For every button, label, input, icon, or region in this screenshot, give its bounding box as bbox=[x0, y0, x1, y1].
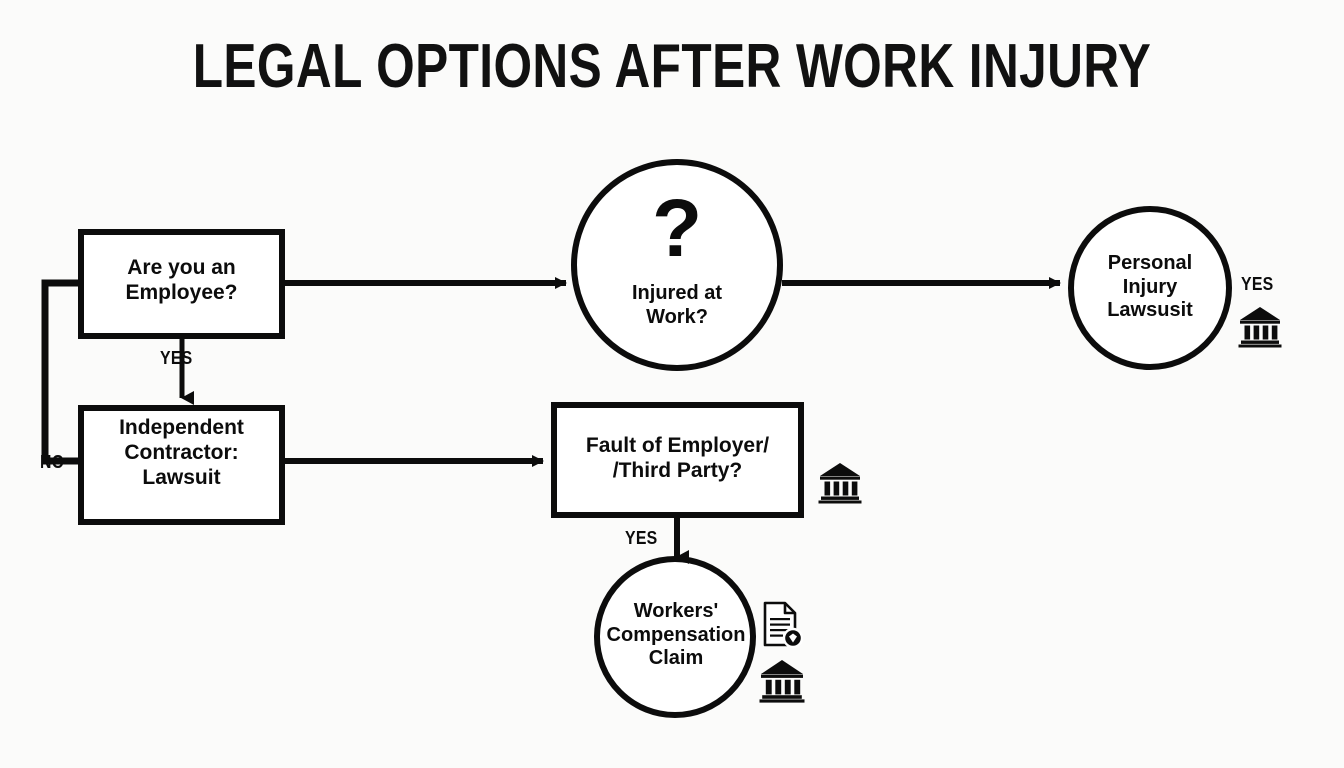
edge-label-yes-contractor: YES bbox=[160, 348, 193, 368]
bank-icon bbox=[759, 660, 805, 703]
node-label-are-you-employee: Are you an Employee? bbox=[125, 256, 238, 304]
edge-employee-no-to-contractor bbox=[41, 279, 81, 465]
bank-icon bbox=[818, 463, 862, 504]
node-label-personal-injury-lawsuit: Personal Injury Lawsusit bbox=[1107, 252, 1193, 322]
page-title: LEGAL OPTIONS AFTER WORK INJURY bbox=[192, 32, 1152, 101]
node-label-injured-at-work: Injured at Work? bbox=[631, 282, 722, 328]
node-label-fault-of-employer: Fault of Employer/ /Third Party? bbox=[585, 434, 770, 482]
edge-label-yes-workers-comp: YES bbox=[625, 528, 658, 548]
question-mark-icon: ? bbox=[651, 183, 703, 274]
edge-label-no: NO bbox=[40, 452, 65, 472]
node-label-workers-compensation-claim: Workers' Compensation Claim bbox=[606, 600, 746, 670]
edge-label-yes-personal-injury: YES bbox=[1241, 274, 1274, 294]
bank-icon bbox=[1238, 307, 1282, 348]
node-label-independent-contractor: Independent Contractor: Lawsuit bbox=[119, 416, 244, 489]
document-claim-icon bbox=[763, 601, 803, 649]
